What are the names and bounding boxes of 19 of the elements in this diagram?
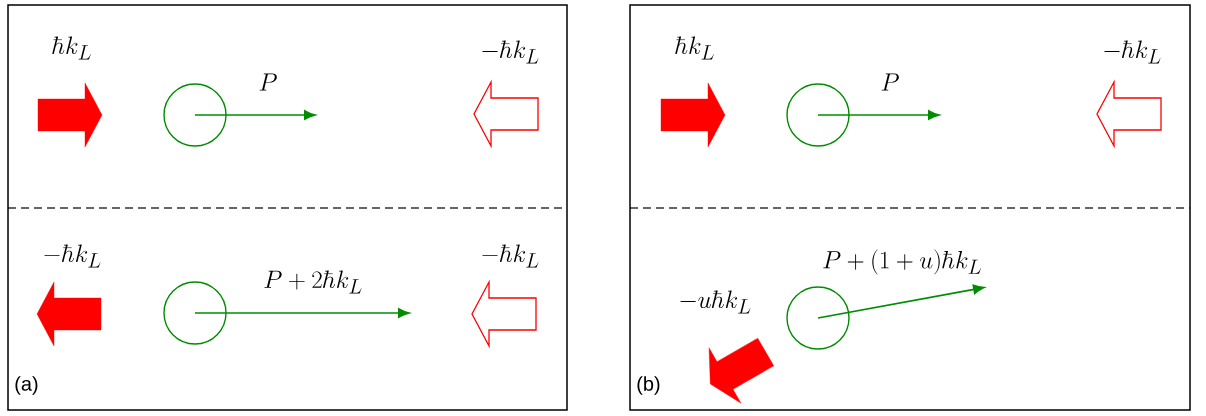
atom-circle xyxy=(163,281,227,345)
edge-label: $P$ xyxy=(259,73,277,91)
atom-circle xyxy=(163,83,227,147)
momentum-arrow xyxy=(817,284,985,319)
momentum-label: $-\hbar k_L$ xyxy=(482,40,539,64)
momentum-label: $-\hbar k_L$ xyxy=(1104,40,1161,64)
edge-label: $P+(1+u)\hbar k_L$ xyxy=(823,249,981,275)
momentum-label: $-\hbar k_L$ xyxy=(44,244,101,268)
momentum-label: $-\hbar k_L$ xyxy=(482,244,539,268)
momentum-arrow xyxy=(194,110,316,120)
momentum-label: $\hbar k_L$ xyxy=(675,36,714,60)
momentum-label: $\hbar k_L$ xyxy=(52,36,91,60)
momentum-arrow xyxy=(194,308,410,318)
atom-circle xyxy=(786,286,850,350)
edge-label: $P$ xyxy=(881,73,899,91)
edge-label: $P+2\hbar k_L$ xyxy=(264,270,362,294)
momentum-label: $-u\hbar k_L$ xyxy=(680,290,751,314)
atom-circle xyxy=(786,83,850,147)
momentum-arrow xyxy=(817,110,940,120)
